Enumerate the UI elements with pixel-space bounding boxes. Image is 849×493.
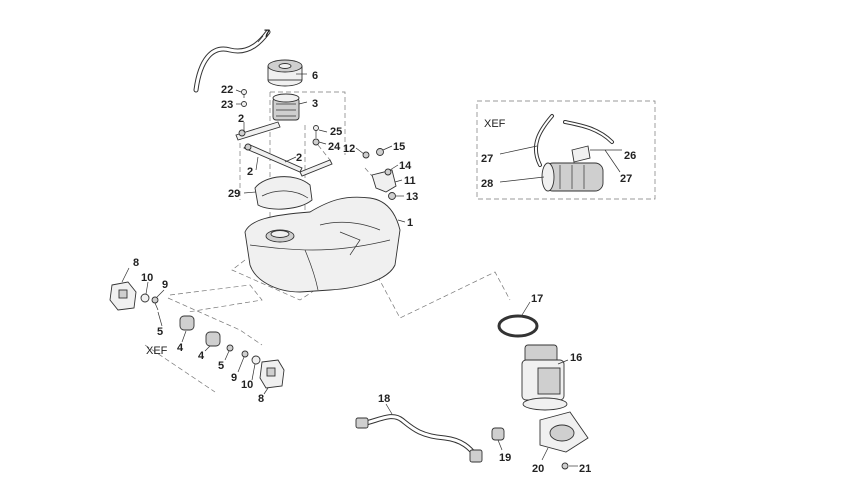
- part-16-fuel-pump: [521, 344, 568, 411]
- callout-23: 23: [221, 99, 233, 111]
- callout-9-left: 9: [162, 279, 168, 291]
- callout-27-right: 27: [620, 173, 632, 185]
- callout-9-right: 9: [231, 372, 237, 384]
- part-11-15-bracket-fasteners: [362, 148, 397, 200]
- callout-22: 22: [221, 84, 233, 96]
- part-18-fuel-line: [355, 414, 483, 463]
- part-6-fuel-cap: [267, 59, 303, 87]
- callout-13: 13: [406, 191, 418, 203]
- part-21-screw: [561, 462, 569, 470]
- callout-10-left: 10: [141, 272, 153, 284]
- callout-14: 14: [399, 160, 412, 172]
- callout-numbers: 7 6 22 23 3 2 25 24 2 2 29 12 15 14 11 1…: [133, 28, 636, 475]
- callout-12: 12: [343, 143, 355, 155]
- callout-8-right: 8: [258, 393, 264, 405]
- callout-3: 3: [312, 98, 318, 110]
- part-4-bushing-right: [205, 331, 221, 347]
- xef-inset-frame: [476, 100, 656, 200]
- part-29-pad: [254, 176, 313, 210]
- xef-mounts-label: XEF: [146, 345, 168, 357]
- callout-29: 29: [228, 188, 240, 200]
- callout-27-left: 27: [481, 153, 493, 165]
- callout-4-left: 4: [177, 342, 184, 354]
- callout-4-right: 4: [198, 350, 205, 362]
- callout-15: 15: [393, 141, 405, 153]
- callout-24: 24: [328, 141, 341, 153]
- callout-18: 18: [378, 393, 390, 405]
- callout-2-top: 2: [238, 113, 244, 125]
- xef-inset-label: XEF: [484, 118, 506, 130]
- part-3-filter: [272, 93, 300, 121]
- callout-20: 20: [532, 463, 544, 475]
- part-4-bushing-left: [179, 315, 195, 331]
- callout-17: 17: [531, 293, 543, 305]
- part-1-fuel-tank: [244, 196, 401, 293]
- part-28-canister-inset: [541, 162, 604, 192]
- callout-5-right: 5: [218, 360, 224, 372]
- callout-6: 6: [312, 70, 318, 82]
- assembly-guide-lines: [144, 91, 511, 393]
- leader-lines: [121, 35, 622, 467]
- callout-1: 1: [407, 217, 413, 229]
- part-22-23-screws: [241, 89, 247, 107]
- callout-2-right: 2: [296, 152, 302, 164]
- part-10-9-washer-bolt-left: [140, 293, 159, 311]
- callout-7: 7: [264, 28, 270, 40]
- part-20-gasket-plate: [539, 411, 589, 453]
- callout-28: 28: [481, 178, 493, 190]
- callout-2-left: 2: [247, 166, 253, 178]
- part-8-mount-right: [259, 359, 285, 389]
- part-27-hoses-inset: [533, 114, 614, 167]
- callout-10-right: 10: [241, 379, 253, 391]
- callout-25: 25: [330, 126, 342, 138]
- callout-11: 11: [404, 175, 416, 187]
- callout-16: 16: [570, 352, 582, 364]
- part-7-breather-hose: [193, 29, 271, 93]
- part-5-9-10-fasteners-right: [226, 344, 261, 365]
- callout-5-left: 5: [157, 326, 163, 338]
- callout-8-left: 8: [133, 257, 139, 269]
- part-17-seal-ring: [497, 314, 539, 338]
- part-24-25-fittings: [312, 125, 320, 146]
- callout-21: 21: [579, 463, 591, 475]
- part-19-clamp: [491, 427, 505, 441]
- part-2-brackets: [235, 121, 333, 177]
- callout-26: 26: [624, 150, 636, 162]
- part-26-bracket-inset: [571, 145, 591, 163]
- callout-19: 19: [499, 452, 511, 464]
- part-8-mount-left: [109, 281, 137, 311]
